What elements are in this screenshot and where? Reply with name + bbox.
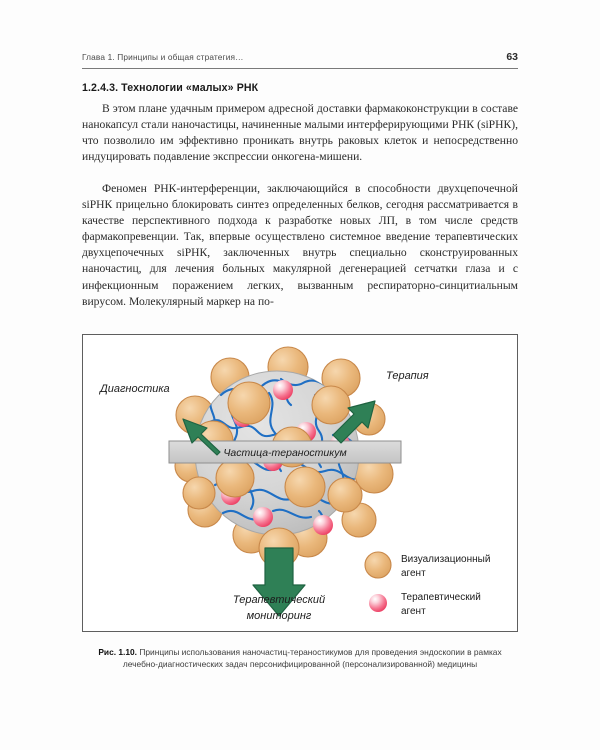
legend-label-therapeutic-agent-line1: Терапевтический [401, 592, 481, 603]
legend-label-imaging-agent-line1: Визуализационный [401, 554, 490, 565]
caption-number: Рис. 1.10. [98, 647, 138, 657]
legend-marker-imaging-agent [364, 551, 392, 579]
header-chapter-title: Глава 1. Принципы и общая стратегия… [82, 52, 244, 62]
caption-text: Принципы использования наночастиц-терано… [122, 647, 502, 670]
legend-marker-therapeutic-agent [369, 594, 387, 612]
section-heading: 1.2.4.3. Технологии «малых» РНК [82, 82, 259, 94]
diagnostics-arrow-icon [182, 418, 221, 456]
paragraph-text: В этом плане удачным примером адресной д… [82, 102, 518, 164]
body-paragraph-1: В этом плане удачным примером адресной д… [82, 101, 518, 165]
header-divider [82, 68, 518, 69]
particle-label-bar: Частица-тераностикум [168, 440, 402, 464]
legend-label-imaging-agent-line2: агент [401, 568, 426, 579]
therapy-arrow-icon [332, 400, 376, 444]
diagnostics-label: Диагностика [98, 383, 170, 395]
paragraph-text: Феномен РНК-интерференции, заключающийся… [82, 182, 518, 308]
running-header: Глава 1. Принципы и общая стратегия… 63 [82, 51, 518, 72]
particle-label-text: Частица-тераностикум [223, 447, 346, 459]
body-paragraph-2: Феномен РНК-интерференции, заключающийся… [82, 181, 518, 310]
page-number: 63 [506, 51, 518, 63]
nanoparticle-theranostic-diagram: Частица-тераностикум Диагностика Терапия… [98, 346, 490, 622]
therapy-label: Терапия [386, 370, 429, 382]
monitoring-label-line1: Терапевтический [233, 594, 325, 606]
monitoring-arrow-icon [252, 547, 306, 617]
figure-caption: Рис. 1.10. Принципы использования наноча… [82, 646, 518, 670]
figure-legend: Визуализационный агент Терапевтический а… [364, 551, 490, 617]
figure-1-10-frame: Частица-тераностикум Диагностика Терапия… [82, 334, 518, 632]
legend-label-therapeutic-agent-line2: агент [401, 606, 426, 617]
monitoring-label-line2: мониторинг [247, 610, 312, 622]
